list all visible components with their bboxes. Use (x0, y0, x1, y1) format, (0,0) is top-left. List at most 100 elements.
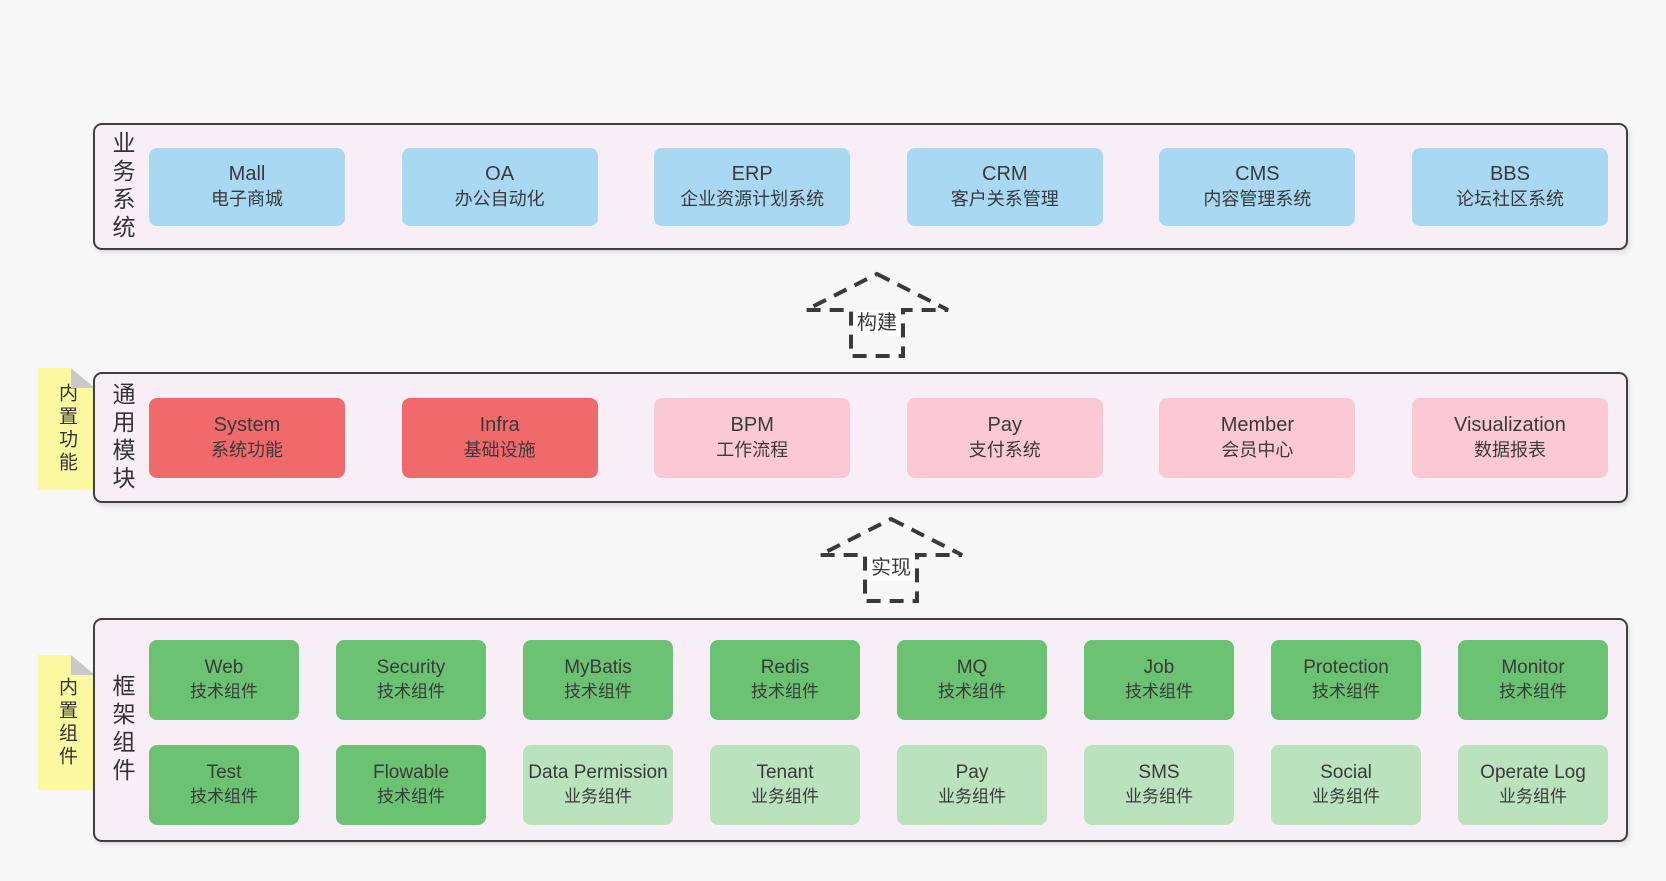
band-label: 框架组件 (109, 674, 135, 786)
arrow-up-icon (819, 516, 963, 603)
box-cms: CMS 内容管理系统 (1159, 147, 1356, 226)
box-title: Social (1320, 762, 1372, 783)
box-pay: Pay 支付系统 (906, 397, 1103, 478)
box-title: BBS (1489, 162, 1530, 185)
box-title: CMS (1235, 162, 1280, 185)
box-operate-log: Operate Log 业务组件 (1458, 745, 1608, 825)
box-subtitle: 系统功能 (211, 439, 283, 460)
box-erp: ERP 企业资源计划系统 (654, 147, 851, 226)
arrow-implement-label: 实现 (868, 555, 914, 581)
box-mq: MQ 技术组件 (897, 640, 1047, 720)
box-subtitle: 业务组件 (1312, 787, 1380, 806)
box-title: Pay (955, 762, 989, 783)
sticky-note-label: 内置功能 (56, 383, 77, 475)
box-title: Test (206, 762, 242, 783)
box-title: MQ (956, 657, 988, 678)
box-title: Infra (479, 413, 520, 436)
box-subtitle: 基础设施 (463, 439, 536, 460)
box-subtitle: 论坛社区系统 (1455, 188, 1564, 209)
box-mybatis: MyBatis 技术组件 (523, 640, 673, 720)
box-subtitle: 技术组件 (564, 682, 632, 701)
box-title: SMS (1138, 762, 1180, 783)
box-subtitle: 技术组件 (190, 787, 258, 806)
box-title: BPM (730, 413, 774, 436)
box-title: Flowable (372, 762, 450, 783)
box-title: Job (1143, 657, 1175, 678)
sticky-note-built-in-features: 内置功能 (38, 368, 95, 490)
box-mall: Mall 电子商城 (149, 147, 345, 226)
box-title: Visualization (1454, 413, 1566, 436)
box-title: Mall (228, 162, 266, 185)
box-subtitle: 技术组件 (190, 682, 258, 701)
box-subtitle: 技术组件 (938, 682, 1006, 701)
box-bbs: BBS 论坛社区系统 (1411, 147, 1608, 226)
band-label: 业务系统 (109, 130, 135, 243)
box-title: Data Permission (528, 762, 668, 783)
box-test: Test 技术组件 (149, 745, 299, 825)
box-title: Protection (1303, 657, 1389, 678)
box-tenant: Tenant 业务组件 (710, 745, 860, 825)
box-subtitle: 企业资源计划系统 (680, 188, 825, 209)
box-subtitle: 技术组件 (377, 787, 445, 806)
box-title: Pay (987, 413, 1023, 436)
box-title: CRM (982, 162, 1028, 185)
band-label: 通用模块 (109, 381, 135, 494)
box-data-permission: Data Permission 业务组件 (523, 745, 673, 825)
box-member: Member 会员中心 (1159, 397, 1356, 478)
box-subtitle: 业务组件 (751, 787, 819, 806)
box-title: System (213, 413, 281, 436)
arrow-build: 构建 (802, 270, 952, 360)
box-subtitle: 技术组件 (1125, 682, 1193, 701)
box-title: MyBatis (564, 657, 632, 678)
box-subtitle: 支付系统 (968, 439, 1041, 460)
box-subtitle: 技术组件 (751, 682, 819, 701)
box-redis: Redis 技术组件 (710, 640, 860, 720)
sticky-note-label: 内置组件 (56, 676, 77, 769)
box-subtitle: 技术组件 (1499, 682, 1567, 701)
box-subtitle: 数据报表 (1473, 439, 1546, 460)
arrow-build-label: 构建 (854, 310, 900, 336)
box-subtitle: 业务组件 (938, 787, 1006, 806)
box-subtitle: 办公自动化 (454, 188, 545, 209)
box-subtitle: 电子商城 (211, 188, 283, 209)
box-sms: SMS 业务组件 (1084, 745, 1234, 825)
arrow-implement: 实现 (816, 515, 966, 605)
box-title: Member (1220, 413, 1295, 436)
box-flowable: Flowable 技术组件 (336, 745, 486, 825)
box-subtitle: 会员中心 (1221, 439, 1294, 460)
box-protection: Protection 技术组件 (1271, 640, 1421, 720)
box-title: Monitor (1501, 657, 1565, 678)
box-subtitle: 业务组件 (1125, 787, 1193, 806)
box-title: Redis (760, 657, 810, 678)
box-pay: Pay 业务组件 (897, 745, 1047, 825)
sticky-note-built-in-components: 内置组件 (38, 655, 95, 790)
arrow-up-icon (805, 271, 949, 358)
box-title: ERP (731, 162, 773, 185)
box-infra: Infra 基础设施 (401, 397, 598, 478)
box-job: Job 技术组件 (1084, 640, 1234, 720)
box-subtitle: 技术组件 (377, 682, 445, 701)
box-title: Tenant (756, 762, 814, 783)
box-subtitle: 技术组件 (1312, 682, 1380, 701)
box-web: Web 技术组件 (149, 640, 299, 720)
box-subtitle: 业务组件 (1499, 787, 1567, 806)
box-title: Operate Log (1480, 762, 1586, 783)
box-subtitle: 内容管理系统 (1203, 188, 1312, 209)
box-title: Web (204, 657, 244, 678)
box-subtitle: 业务组件 (564, 787, 632, 806)
